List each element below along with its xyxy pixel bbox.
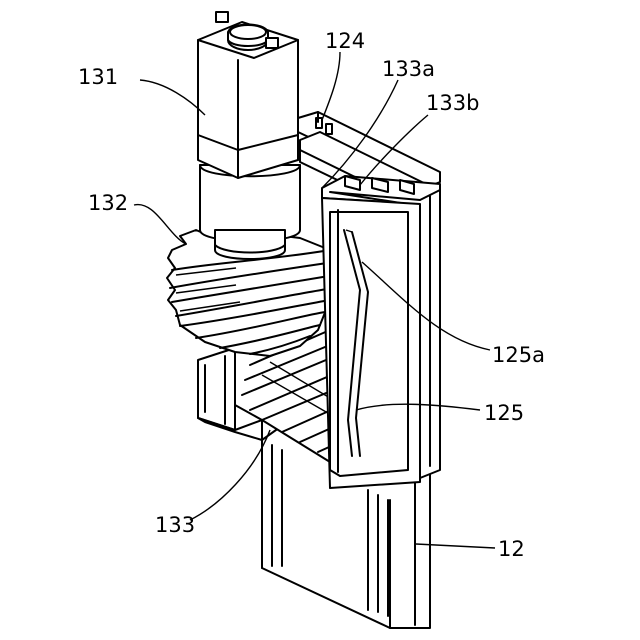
leader-131 <box>140 80 205 115</box>
motor-131 <box>198 12 300 259</box>
holder-133a <box>322 176 440 488</box>
label-132: 132 <box>88 191 128 215</box>
leader-124 <box>322 52 340 120</box>
label-12: 12 <box>498 537 525 561</box>
label-125a: 125a <box>492 343 545 367</box>
label-133b: 133b <box>426 91 479 115</box>
label-133a: 133a <box>382 57 435 81</box>
leader-132 <box>134 205 186 244</box>
label-125: 125 <box>484 401 524 425</box>
label-124: 124 <box>325 29 365 53</box>
label-131: 131 <box>78 65 118 89</box>
label-133: 133 <box>155 513 195 537</box>
leader-133 <box>190 430 270 520</box>
